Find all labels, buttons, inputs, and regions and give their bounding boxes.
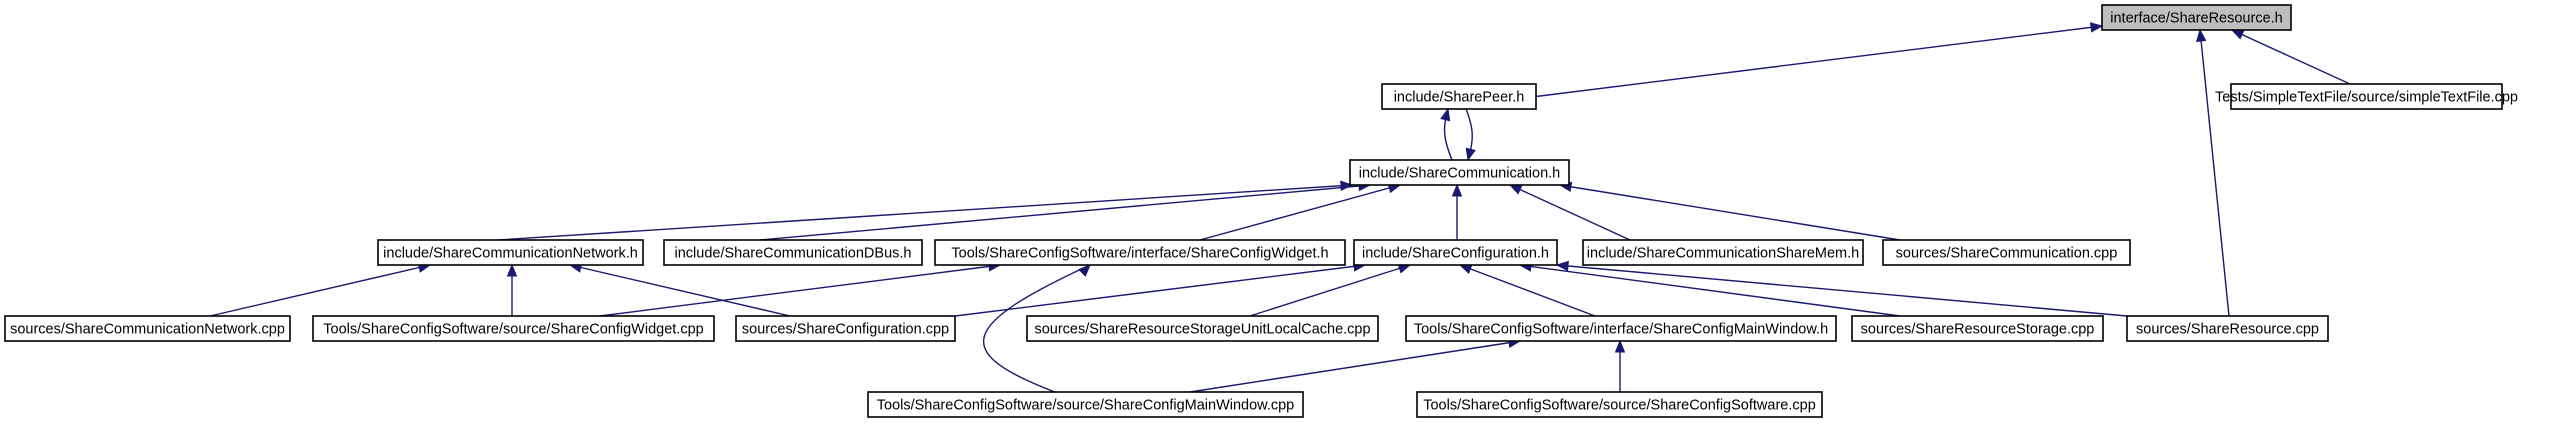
node-label: Tools/ShareConfigSoftware/source/ShareCo… [1423, 398, 1816, 414]
node-label: Tools/ShareConfigSoftware/interface/Shar… [1414, 322, 1828, 338]
node-config-widget-cpp[interactable]: Tools/ShareConfigSoftware/source/ShareCo… [312, 315, 715, 342]
node-config-software-cpp[interactable]: Tools/ShareConfigSoftware/source/ShareCo… [1416, 391, 1823, 418]
node-label: interface/ShareResource.h [2110, 11, 2283, 27]
node-box[interactable] [934, 239, 1346, 266]
node-label: sources/ShareConfiguration.cpp [742, 322, 949, 338]
node-share-communication[interactable]: include/ShareCommunication.h [1349, 159, 1570, 186]
edge-share-peer-to-iface-share-resource-arrowhead [2089, 22, 2104, 33]
node-comm-dbus-h[interactable]: include/ShareCommunicationDBus.h [663, 239, 923, 266]
edge-share-configuration-h-to-share-communication-arrowhead [1451, 183, 1463, 197]
node-share-configuration-cpp[interactable]: sources/ShareConfiguration.cpp [735, 315, 956, 342]
edge-share-resource-cpp-to-iface-share-resource [2199, 29, 2230, 317]
edges-layer [209, 22, 2351, 393]
node-box[interactable] [2101, 4, 2292, 31]
node-box[interactable] [1416, 391, 1823, 418]
edge-share-communication-to-share-peer-arrowhead [1440, 107, 1451, 122]
node-box[interactable] [1349, 159, 1570, 186]
node-label: include/ShareCommunicationDBus.h [675, 246, 912, 262]
node-box[interactable] [1851, 315, 2104, 342]
edge-config-main-window-cpp-to-config-main-window-h [1189, 340, 1521, 393]
node-box[interactable] [1026, 315, 1379, 342]
node-iface-share-resource[interactable]: interface/ShareResource.h [2101, 4, 2292, 31]
node-share-resource-cpp[interactable]: sources/ShareResource.cpp [2126, 315, 2329, 342]
node-label: include/ShareCommunication.h [1359, 166, 1561, 182]
node-box[interactable] [377, 239, 644, 266]
node-config-main-window-cpp[interactable]: Tools/ShareConfigSoftware/source/ShareCo… [867, 391, 1304, 418]
node-label: sources/ShareResource.cpp [2136, 322, 2319, 338]
edge-simple-text-file-to-iface-share-resource-arrowhead [2230, 29, 2245, 40]
node-comm-network-cpp[interactable]: sources/ShareCommunicationNetwork.cpp [4, 315, 291, 342]
nodes-layer: interface/ShareResource.h include/SharePe… [4, 4, 2518, 418]
node-box[interactable] [2126, 315, 2329, 342]
edge-config-widget-cpp-to-config-widget-h [599, 264, 1001, 317]
edge-comm-dbus-h-to-share-communication [759, 184, 1371, 241]
node-label: Tools/ShareConfigSoftware/interface/Shar… [951, 246, 1328, 262]
node-label: include/ShareCommunicationNetwork.h [383, 246, 638, 262]
edge-share-configuration-cpp-to-share-configuration-h [954, 264, 1366, 317]
node-box[interactable] [1582, 239, 1864, 266]
node-share-communication-cpp[interactable]: sources/ShareCommunication.cpp [1882, 239, 2131, 266]
node-resource-storage-cpp[interactable]: sources/ShareResourceStorage.cpp [1851, 315, 2104, 342]
node-label: sources/ShareResourceStorage.cpp [1861, 322, 2095, 338]
node-label: Tools/ShareConfigSoftware/source/ShareCo… [323, 322, 703, 338]
edge-config-widget-h-to-share-communication [1199, 184, 1401, 241]
node-box[interactable] [312, 315, 715, 342]
node-box[interactable] [867, 391, 1304, 418]
node-config-widget-h[interactable]: Tools/ShareConfigSoftware/interface/Shar… [934, 239, 1346, 266]
edge-config-main-window-cpp-to-config-widget-h-arrowhead [1078, 264, 1091, 277]
node-config-main-window-h[interactable]: Tools/ShareConfigSoftware/interface/Shar… [1405, 315, 1837, 342]
edge-resource-storage-cpp-to-share-configuration-h [1519, 264, 1901, 317]
edge-config-main-window-h-to-share-configuration-h-arrowhead [1458, 264, 1473, 274]
edge-comm-network-cpp-to-comm-network-h [209, 264, 431, 317]
node-comm-network-h[interactable]: include/ShareCommunicationNetwork.h [377, 239, 644, 266]
edge-share-peer-to-iface-share-resource [1535, 25, 2103, 98]
edge-config-main-window-h-to-share-configuration-h [1459, 264, 1596, 317]
edge-comm-network-h-to-share-communication [497, 184, 1353, 241]
node-comm-sharemem-h[interactable]: include/ShareCommunicationShareMem.h [1582, 239, 1864, 266]
node-label: Tools/ShareConfigSoftware/source/ShareCo… [877, 398, 1295, 414]
node-box[interactable] [1381, 83, 1537, 110]
node-label: sources/ShareCommunicationNetwork.cpp [10, 322, 285, 338]
edge-share-configuration-cpp-to-comm-network-h [569, 264, 791, 317]
edge-share-peer-to-share-communication-arrowhead [1465, 147, 1476, 162]
node-box[interactable] [1882, 239, 2131, 266]
node-box[interactable] [663, 239, 923, 266]
edge-config-widget-cpp-to-comm-network-h-arrowhead [506, 263, 518, 277]
node-share-configuration-h[interactable]: include/ShareConfiguration.h [1353, 239, 1558, 266]
node-simple-text-file[interactable]: Tests/SimpleTextFile/source/simpleTextFi… [2215, 83, 2518, 110]
node-local-cache-cpp[interactable]: sources/ShareResourceStorageUnitLocalCac… [1026, 315, 1379, 342]
node-box[interactable] [1405, 315, 1837, 342]
node-label: sources/ShareResourceStorageUnitLocalCac… [1034, 322, 1370, 338]
edge-share-resource-cpp-to-share-configuration-h-arrowhead [1555, 260, 1569, 272]
edge-comm-sharemem-h-to-share-communication-arrowhead [1508, 184, 1523, 195]
edge-share-communication-cpp-to-share-communication [1559, 184, 1901, 241]
node-box[interactable] [4, 315, 291, 342]
edge-simple-text-file-to-iface-share-resource [2231, 29, 2351, 85]
node-label: include/ShareConfiguration.h [1362, 246, 1549, 262]
node-label: Tests/SimpleTextFile/source/simpleTextFi… [2215, 90, 2518, 106]
node-share-peer[interactable]: include/SharePeer.h [1381, 83, 1537, 110]
node-box[interactable] [735, 315, 956, 342]
node-box[interactable] [2230, 83, 2503, 110]
node-label: include/ShareCommunicationShareMem.h [1587, 246, 1859, 262]
edge-share-resource-cpp-to-iface-share-resource-arrowhead [2195, 28, 2207, 42]
node-label: include/SharePeer.h [1394, 90, 1525, 106]
edge-local-cache-cpp-to-share-configuration-h [1249, 264, 1411, 317]
edge-comm-sharemem-h-to-share-communication [1509, 184, 1631, 241]
node-label: sources/ShareCommunication.cpp [1896, 246, 2118, 262]
edge-config-main-window-cpp-to-config-widget-h [982, 264, 1091, 393]
edge-share-resource-cpp-to-share-configuration-h [1556, 264, 2128, 317]
node-box[interactable] [1353, 239, 1558, 266]
edge-config-software-cpp-to-config-main-window-h-arrowhead [1614, 339, 1626, 353]
